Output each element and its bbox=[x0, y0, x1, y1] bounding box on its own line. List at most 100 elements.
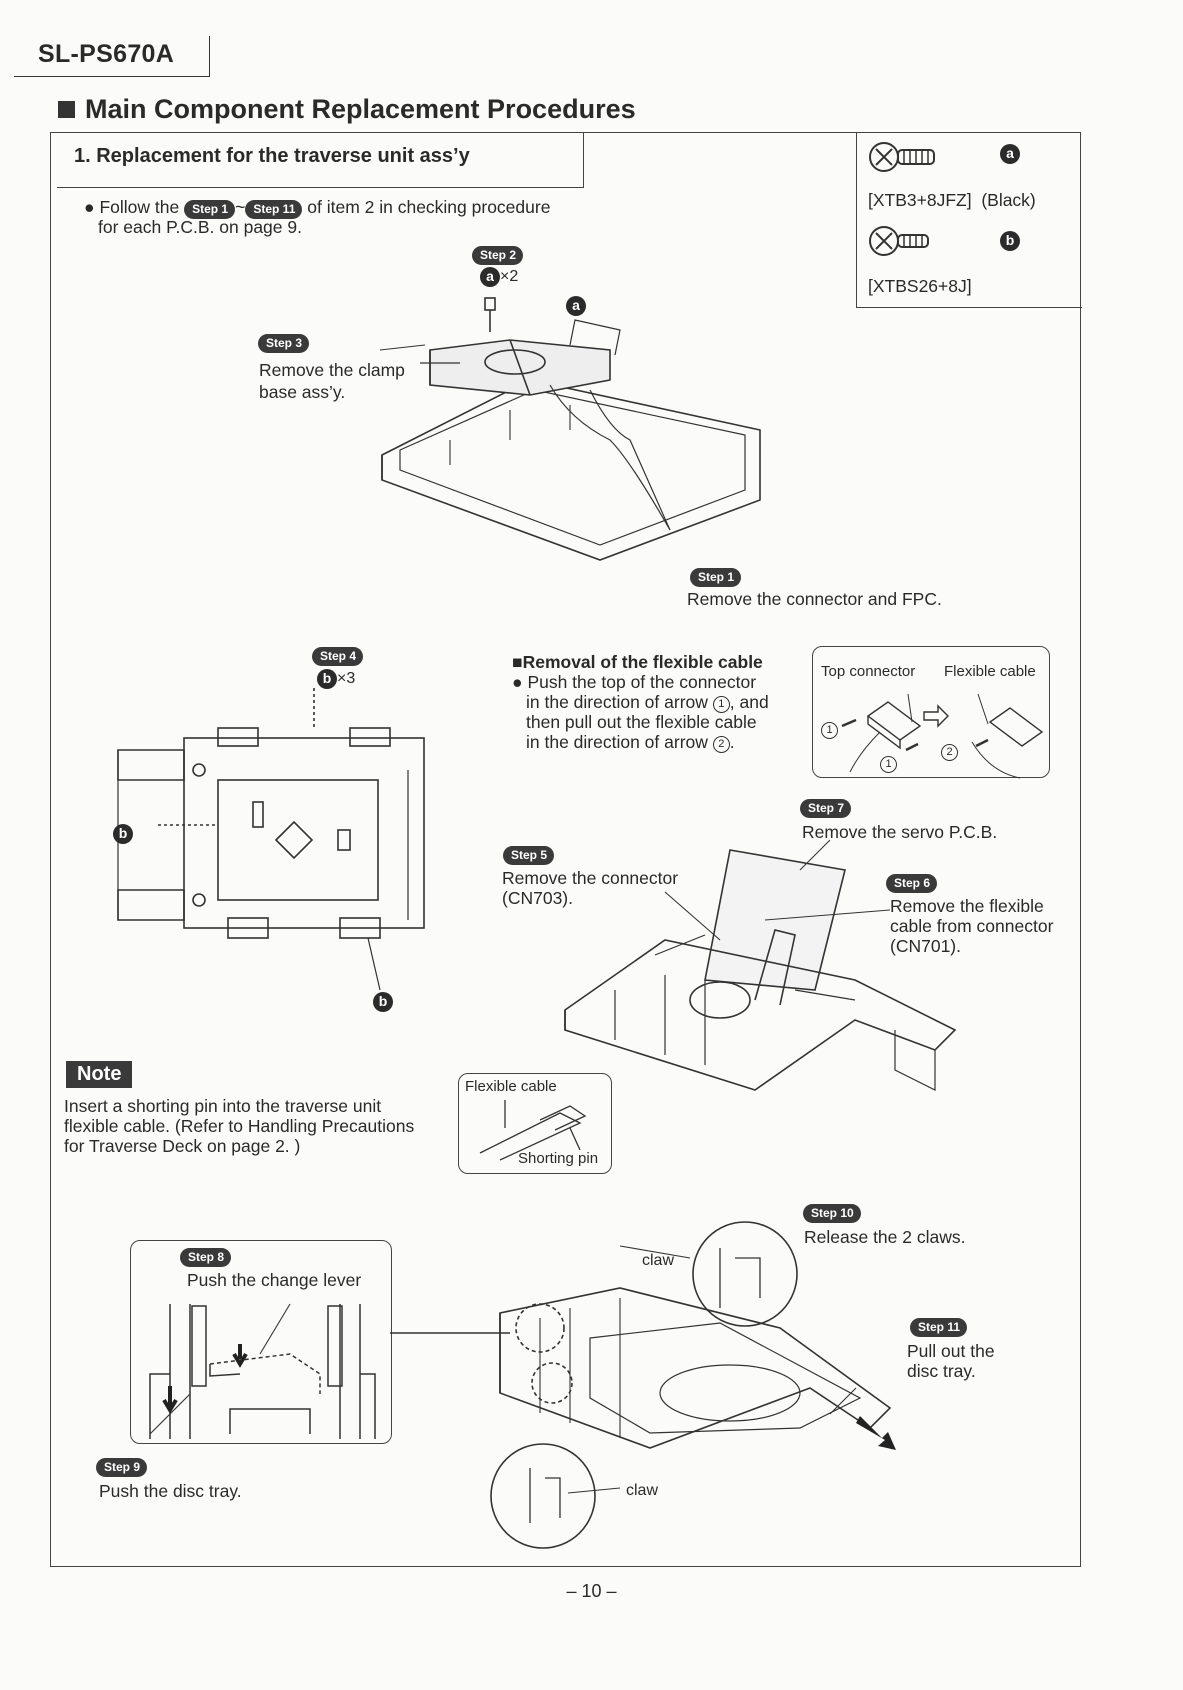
step-badge: Step 4 bbox=[312, 647, 364, 666]
step-1-text: Remove the connector and FPC. bbox=[687, 589, 942, 609]
step-11-text-2: disc tray. bbox=[907, 1361, 976, 1381]
step-4-qty: b×3 bbox=[317, 669, 355, 689]
step-badge: Step 7 bbox=[800, 799, 852, 818]
section-title-box bbox=[57, 133, 584, 188]
bullet-square-icon: ■ bbox=[512, 652, 523, 672]
step-11-badge: Step 11 bbox=[910, 1318, 968, 1337]
flex-line-2-text: in the direction of arrow bbox=[526, 692, 708, 712]
screw-b-letter: b bbox=[1000, 231, 1020, 251]
arrow-number: 1 bbox=[880, 756, 897, 773]
step-badge: Step 1 bbox=[690, 568, 742, 587]
screw-a-part: [XTB3+8JFZ] bbox=[868, 190, 972, 210]
step-badge: Step 8 bbox=[180, 1248, 232, 1267]
top-connector-label: Top connector bbox=[821, 663, 916, 680]
step-badge: Step 1 bbox=[184, 200, 236, 219]
leader-line bbox=[420, 362, 460, 364]
connector-inset bbox=[812, 646, 1050, 778]
screw-b-callout: b bbox=[373, 992, 393, 1012]
claw-label: claw bbox=[642, 1252, 675, 1269]
flex-removal-title: ■Removal of the flexible cable bbox=[512, 652, 763, 672]
traverse-deck-drawing bbox=[564, 839, 957, 1091]
content-frame bbox=[50, 132, 1081, 1567]
inset-flexible-cable-label: Flexible cable bbox=[465, 1078, 557, 1095]
model-number: SL-PS670A bbox=[38, 40, 175, 68]
step-8-badge: Step 8 bbox=[180, 1248, 232, 1267]
screw-b-part: [XTBS26+8J] bbox=[868, 276, 972, 296]
arrow-number: 1 bbox=[821, 722, 838, 739]
step-badge: Step 11 bbox=[245, 200, 303, 219]
shorting-pin-drawing bbox=[479, 1100, 587, 1161]
step-9-text: Push the disc tray. bbox=[99, 1481, 242, 1501]
screw-a-letter: a bbox=[1000, 144, 1020, 164]
change-lever-inset bbox=[130, 1240, 392, 1444]
step-badge: Step 6 bbox=[886, 874, 938, 893]
intro-line-1: ● Follow the Step 1~Step 11 of item 2 in… bbox=[84, 197, 550, 219]
step-3-badge: Step 3 bbox=[258, 334, 310, 353]
flex-line-4-text: in the direction of arrow bbox=[526, 732, 708, 752]
step-3-text-2: base ass’y. bbox=[259, 382, 346, 402]
step-6-badge: Step 6 bbox=[886, 874, 938, 893]
step-10-badge: Step 10 bbox=[803, 1204, 861, 1223]
note-line-1: Insert a shorting pin into the traverse … bbox=[64, 1096, 382, 1116]
note-line-2: flexible cable. (Refer to Handling Preca… bbox=[64, 1116, 415, 1136]
arrow-number: 1 bbox=[712, 696, 730, 713]
step-10-text: Release the 2 claws. bbox=[804, 1227, 966, 1247]
intro-line-2: for each P.C.B. on page 9. bbox=[98, 217, 302, 237]
step-7-text: Remove the servo P.C.B. bbox=[802, 822, 998, 842]
screw-letter: a bbox=[480, 267, 500, 287]
flex-line-1: ● Push the top of the connector bbox=[512, 672, 756, 692]
traverse-unit-top-view bbox=[117, 688, 425, 991]
step-4-badge: Step 4 bbox=[312, 647, 364, 666]
step-6-text-1: Remove the flexible bbox=[890, 896, 1044, 916]
flex-line-2-tail: , and bbox=[729, 692, 769, 712]
flex-line-2: in the direction of arrow 1, and bbox=[526, 692, 769, 713]
step-5-badge: Step 5 bbox=[503, 846, 555, 865]
step-badge: Step 11 bbox=[910, 1318, 968, 1337]
flexible-cable-label: Flexible cable bbox=[944, 663, 1036, 680]
flex-line-4-tail: . bbox=[729, 732, 735, 752]
shorting-pin-inset bbox=[458, 1073, 612, 1174]
section-title: 1. Replacement for the traverse unit ass… bbox=[74, 145, 470, 167]
screw-b-icon bbox=[869, 226, 929, 256]
step-badge: Step 9 bbox=[96, 1458, 148, 1477]
disc-tray-drawing bbox=[390, 1221, 896, 1549]
step-badge: Step 3 bbox=[258, 334, 310, 353]
intro-dash: ~ bbox=[235, 197, 246, 217]
step-badge: Step 5 bbox=[503, 846, 555, 865]
flex-line-4: in the direction of arrow 2. bbox=[526, 732, 735, 753]
step-6-text-3: (CN701). bbox=[890, 936, 961, 956]
screw-a-icon bbox=[869, 142, 935, 172]
intro-rest: of item 2 in checking procedure bbox=[307, 197, 551, 217]
arrow-number: 2 bbox=[712, 736, 730, 753]
flex-removal-title-text: Removal of the flexible cable bbox=[522, 652, 763, 672]
note-line-3: for Traverse Deck on page 2. ) bbox=[64, 1136, 301, 1156]
step-2-label: Step 2 bbox=[472, 246, 524, 265]
page-number: – 10 – bbox=[566, 1581, 617, 1601]
step-badge: Step 10 bbox=[803, 1204, 861, 1223]
screw-qty: ×3 bbox=[337, 670, 356, 687]
flex-line-3: then pull out the flexible cable bbox=[526, 712, 757, 732]
step-3-text: Remove the clamp bbox=[259, 360, 405, 380]
step-5-text-2: (CN703). bbox=[502, 888, 573, 908]
header-rule bbox=[14, 76, 210, 77]
screw-a-label: [XTB3+8JFZ] (Black) bbox=[868, 190, 1036, 210]
bullet-dot-icon: ● bbox=[84, 197, 95, 217]
chassis-drawing bbox=[379, 297, 761, 561]
step-5-text: Remove the connector bbox=[502, 868, 679, 888]
screw-letter: b bbox=[317, 669, 337, 689]
shorting-pin-label: Shorting pin bbox=[518, 1150, 599, 1167]
step-8-text: Push the change lever bbox=[187, 1270, 362, 1290]
screw-a-callout: a bbox=[566, 296, 586, 316]
page-title: Main Component Replacement Procedures bbox=[58, 94, 636, 125]
arrow-number: 2 bbox=[941, 744, 958, 761]
screw-a-color: (Black) bbox=[981, 190, 1036, 210]
screw-legend bbox=[856, 133, 1082, 308]
page-title-text: Main Component Replacement Procedures bbox=[85, 94, 636, 124]
step-6-text-2: cable from connector bbox=[890, 916, 1054, 936]
step-badge: Step 2 bbox=[472, 246, 524, 265]
bullet-dot-icon: ● bbox=[512, 672, 528, 692]
screw-qty: ×2 bbox=[500, 268, 519, 285]
connector-drawing bbox=[841, 693, 1044, 779]
step-7-badge: Step 7 bbox=[800, 799, 852, 818]
step-11-text-1: Pull out the bbox=[907, 1341, 995, 1361]
